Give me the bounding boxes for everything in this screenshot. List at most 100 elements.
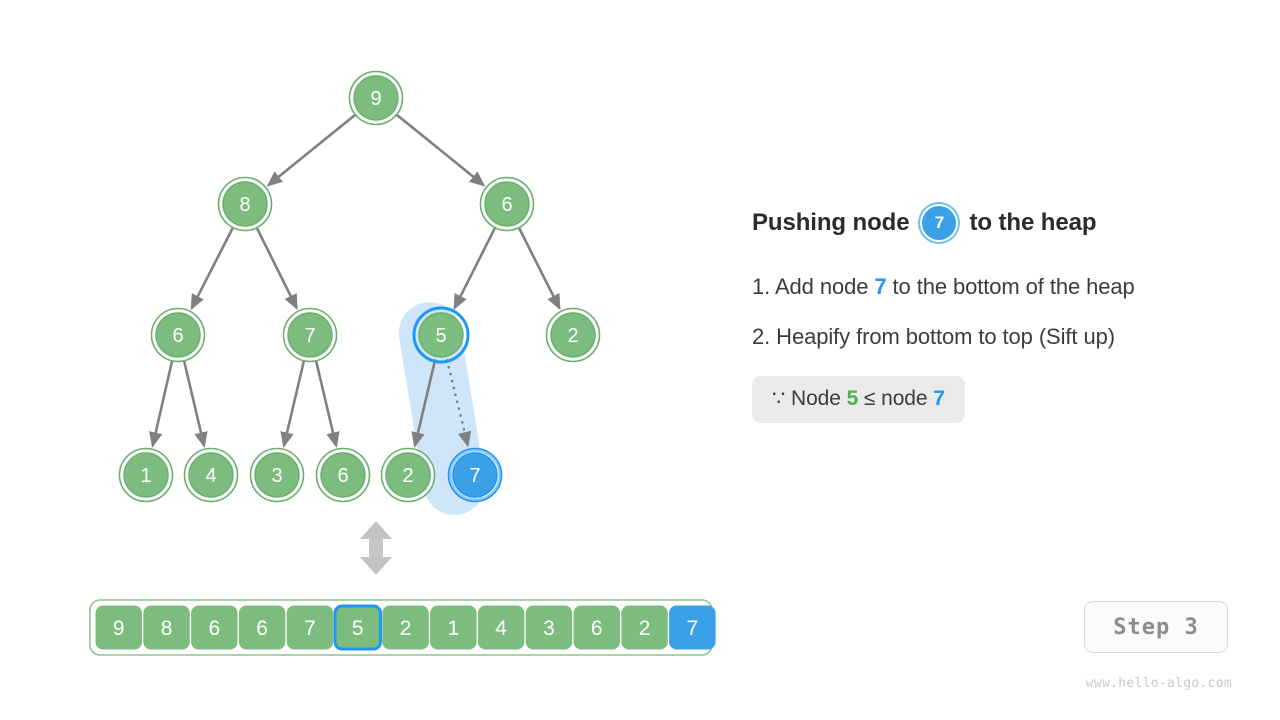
array-cell-box (95, 605, 142, 650)
step-2-index: 2. (752, 324, 771, 349)
step-2-before: Heapify from bottom to top (Sift up) (776, 324, 1115, 349)
reason-word-node-1: Node (791, 387, 841, 410)
node-circle (484, 181, 530, 227)
array-cell-box (525, 605, 573, 650)
node-circle (155, 312, 201, 358)
array-cell[interactable]: 7 (669, 605, 716, 650)
tree-node[interactable]: 5 (412, 306, 470, 364)
node-outer-ring-edge (217, 176, 273, 232)
array-cell[interactable]: 1 (430, 605, 477, 650)
tree-nodes: 9 8 6 6 7 5 2 1 4 3 6 2 7 (118, 70, 601, 503)
node-outer-ring (151, 308, 205, 362)
tree-edges (149, 112, 561, 448)
tree-node[interactable]: 6 (150, 307, 206, 363)
array-cell[interactable]: 2 (382, 605, 429, 650)
step-list: 1. Add node 7 to the bottom of the heap … (752, 274, 1222, 350)
node-value: 7 (469, 465, 480, 487)
node-outer-ring-edge (380, 447, 436, 503)
node-circle (353, 75, 399, 121)
array-cell[interactable]: 6 (238, 605, 286, 650)
array-cell[interactable]: 2 (621, 605, 668, 650)
node-circle (550, 312, 596, 358)
reason-operator: ≤ (863, 387, 876, 410)
tree-node[interactable]: 6 (315, 447, 371, 503)
tree-edge (280, 359, 306, 448)
tree-node[interactable]: 7 (447, 447, 503, 503)
array-cell-box (333, 604, 382, 651)
node-circle (123, 452, 169, 498)
step-1-before: Add node (774, 274, 869, 299)
array-cell-value: 1 (448, 617, 460, 640)
array-cell-value: 4 (495, 617, 507, 640)
array-cell[interactable]: 6 (191, 605, 238, 650)
array-cell[interactable]: 5 (333, 604, 382, 651)
watermark: www.hello-algo.com (1085, 676, 1232, 691)
node-value: 6 (501, 194, 512, 216)
node-outer-ring (480, 177, 534, 231)
tree-node[interactable]: 3 (249, 447, 305, 503)
explanation-panel: Pushing node 7 to the heap 1. Add node 7… (752, 206, 1222, 423)
tree-node[interactable]: 4 (183, 447, 239, 503)
node-value: 2 (567, 325, 578, 347)
node-outer-ring (218, 177, 272, 231)
node-outer-ring-edge (150, 307, 206, 363)
panel-title-suffix: to the heap (969, 209, 1097, 236)
node-outer-ring (448, 448, 502, 502)
array-cell-value: 7 (687, 617, 699, 640)
node-value: 5 (435, 325, 446, 347)
tree-edge (394, 112, 486, 187)
tree-edge (314, 359, 340, 448)
array-cell[interactable]: 4 (477, 605, 525, 650)
sift-up-dotted-arrow (445, 358, 472, 448)
node-circle (320, 452, 366, 498)
node-circle (222, 181, 268, 227)
node-value: 9 (370, 88, 381, 110)
node-outer-ring (349, 71, 403, 125)
step-badge: Step 3 (1084, 601, 1228, 653)
tree-edge (190, 225, 235, 311)
node-outer-ring (184, 448, 238, 502)
node-value: 6 (337, 465, 348, 487)
node-outer-ring-edge (315, 447, 371, 503)
array-cell-value: 8 (161, 617, 173, 640)
array-cell-box (669, 605, 716, 650)
tree-node[interactable]: 2 (380, 447, 436, 503)
array-cell-value: 2 (400, 617, 412, 640)
tree-array-sync-arrow-icon (360, 521, 392, 575)
array-cell[interactable]: 9 (95, 605, 142, 650)
tree-node[interactable]: 6 (479, 176, 535, 232)
node-outer-ring-edge (348, 70, 404, 126)
node-outer-ring-edge (118, 447, 174, 503)
array-cell-box (286, 605, 334, 650)
array-cell-value: 5 (352, 617, 364, 640)
node-circle (452, 452, 498, 498)
array-cell-value: 6 (256, 617, 268, 640)
array-cell-value: 3 (543, 617, 555, 640)
tree-node[interactable]: 9 (348, 70, 404, 126)
array-cell[interactable]: 7 (286, 605, 334, 650)
reason-value-1: 5 (846, 387, 859, 410)
tree-edge (453, 225, 497, 311)
tree-edge (517, 225, 561, 311)
array-cell[interactable]: 6 (573, 605, 620, 650)
node-value: 6 (172, 325, 183, 347)
array-cell-value: 2 (639, 617, 651, 640)
array-cell-box (382, 605, 429, 650)
step-item-1: 1. Add node 7 to the bottom of the heap (752, 274, 1222, 300)
node-outer-ring (283, 308, 337, 362)
tree-node[interactable]: 7 (282, 307, 338, 363)
array-cell[interactable]: 8 (143, 605, 190, 650)
node-outer-ring (119, 448, 173, 502)
array-cell-box (621, 605, 668, 650)
tree-node[interactable]: 8 (217, 176, 273, 232)
tree-node[interactable]: 1 (118, 447, 174, 503)
node-value: 3 (271, 465, 282, 487)
reason-box: ∵ Node 5 ≤ node 7 (752, 376, 965, 423)
tree-node[interactable]: 2 (545, 307, 601, 363)
node-circle (188, 452, 234, 498)
array-cell[interactable]: 3 (525, 605, 573, 650)
node-value: 4 (205, 465, 216, 487)
array-cell-box (143, 605, 190, 650)
